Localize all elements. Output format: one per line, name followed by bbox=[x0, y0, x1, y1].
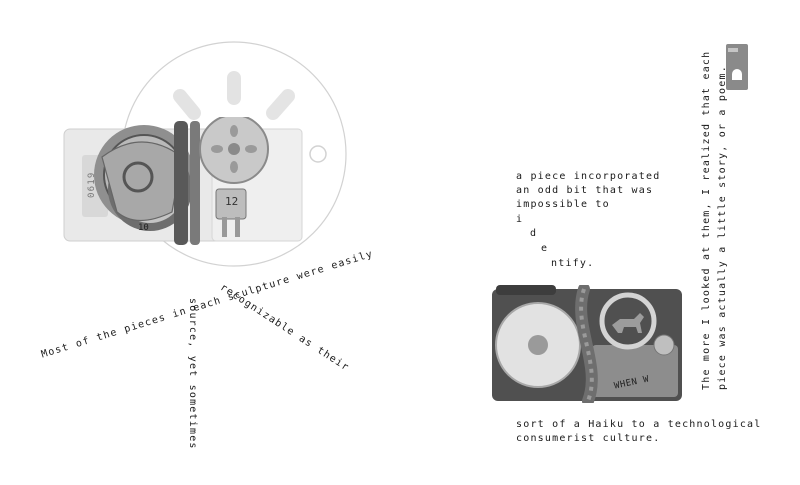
text-piece-1: a piece incorporated bbox=[516, 171, 661, 182]
text-line-source: source, yet sometimes bbox=[187, 298, 198, 450]
fuse-number: 12 bbox=[225, 195, 239, 208]
tag-number: 0619 bbox=[87, 171, 97, 198]
text-piece-5: d bbox=[530, 228, 538, 239]
text-piece-3: impossible to bbox=[516, 199, 610, 210]
text-bottom-1: sort of a Haiku to a technological bbox=[516, 419, 762, 430]
text-piece-6: e bbox=[541, 243, 549, 254]
right-sculpture-photo bbox=[492, 285, 682, 403]
text-bottom-2: consumerist culture. bbox=[516, 433, 661, 444]
arch-tab-icon bbox=[726, 44, 748, 90]
text-line-recognizable: recognizable as their bbox=[218, 282, 352, 374]
text-piece-2: an odd bit that was bbox=[516, 185, 654, 196]
faint-circle-outline bbox=[121, 41, 347, 267]
text-vertical-1: The more I looked at them, I realized th… bbox=[701, 50, 712, 390]
bottlecap-number: 10 bbox=[138, 223, 149, 233]
text-piece-4: i bbox=[516, 214, 524, 225]
text-piece-7: ntify. bbox=[551, 258, 595, 269]
text-vertical-2: piece was actually a little story, or a … bbox=[717, 65, 728, 390]
left-sculpture-photo bbox=[63, 117, 303, 245]
